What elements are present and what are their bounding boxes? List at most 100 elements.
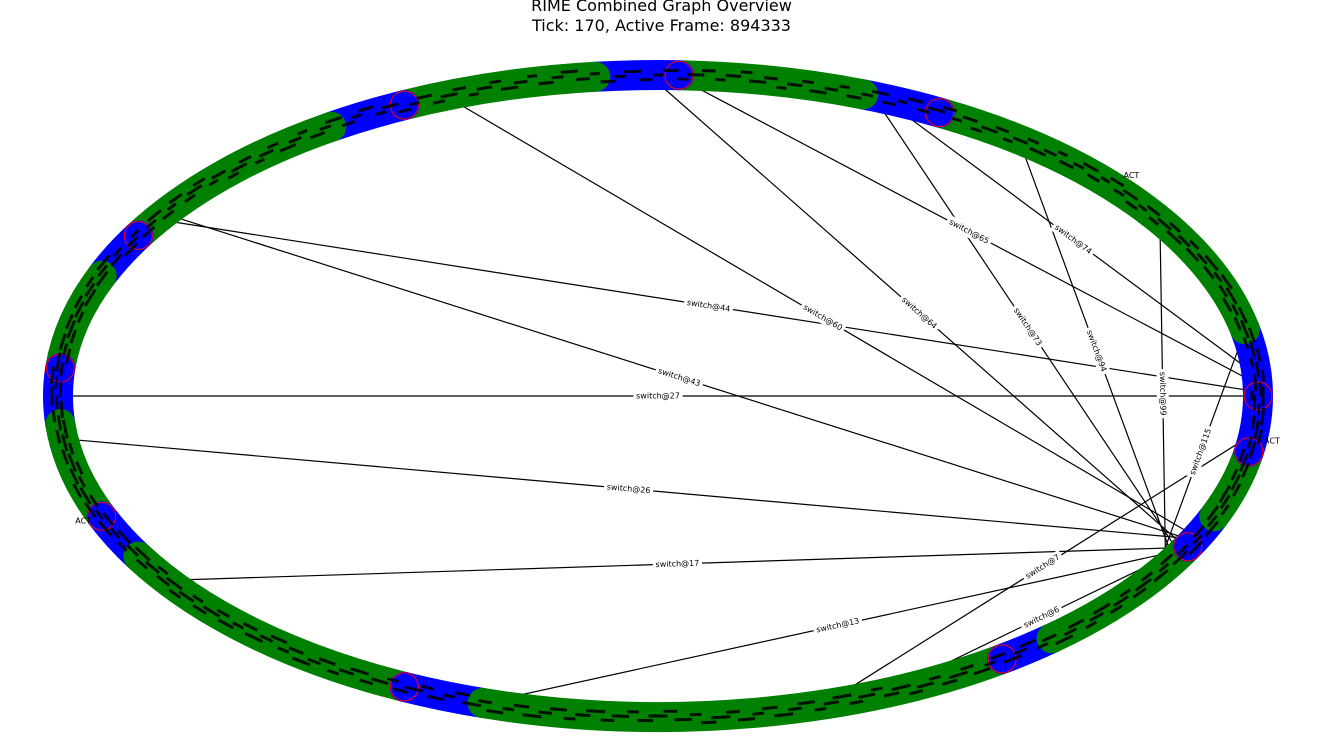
node-label-glyph [67, 453, 77, 472]
node-label-glyph [1109, 176, 1125, 188]
ring-segment [467, 643, 1018, 732]
node-label-glyph [870, 686, 883, 692]
node-label-glyph [178, 590, 195, 603]
node-label-glyph [54, 376, 59, 389]
node-label-glyph [84, 282, 96, 298]
node-label-glyph [266, 141, 279, 150]
node-label-glyph [883, 691, 900, 698]
node-label-glyph [897, 99, 908, 105]
node-label-glyph [75, 461, 84, 475]
node-label-glyph [1125, 200, 1138, 211]
edge-label-text: switch@99 [1158, 372, 1168, 416]
node-label-glyph [538, 80, 554, 86]
node-label-glyph [814, 706, 827, 712]
node-label-glyph [1241, 462, 1251, 478]
edge-label: switch@115 [1185, 424, 1216, 480]
node-label-glyph [526, 74, 538, 79]
node-label-glyph [58, 381, 63, 398]
node-label-glyph [1253, 373, 1258, 392]
node-label-glyph [1085, 620, 1098, 630]
node-label-glyph [279, 142, 297, 153]
node-label-glyph [1168, 221, 1182, 234]
node-label-glyph [1246, 436, 1253, 449]
ring-segment [45, 260, 117, 384]
node-label-glyph [73, 295, 84, 309]
node-label-glyph [513, 703, 530, 709]
node-label-glyph [98, 520, 113, 537]
node-label-glyph [1213, 271, 1223, 283]
node-label-glyph [917, 108, 930, 114]
node-label-glyph [948, 670, 969, 680]
node-label-glyph [653, 73, 663, 77]
node-label-glyph [1218, 284, 1229, 298]
node-label-glyph [1043, 148, 1058, 157]
node-label-glyph [574, 713, 591, 718]
node-label-glyph [600, 718, 615, 723]
node-label-glyph [600, 79, 617, 84]
edge-label-text: switch@17 [655, 559, 699, 569]
node-label-glyph [928, 106, 946, 114]
node-label-glyph [611, 714, 629, 718]
node-label-glyph [144, 560, 160, 575]
node-label-glyph [962, 115, 978, 124]
node-label-glyph [1177, 234, 1191, 248]
node-label-glyph [1207, 514, 1218, 528]
node-label-glyph [94, 508, 104, 521]
node-label-glyph [1018, 638, 1036, 649]
node-label-glyph [786, 82, 803, 88]
node-label-glyph [551, 75, 564, 80]
node-label-glyph [1250, 415, 1256, 430]
active-node-border [123, 221, 153, 250]
node-label-glyph [1013, 647, 1028, 656]
node-label-glyph [1220, 273, 1233, 290]
node-label-glyph [1140, 571, 1154, 582]
node-label-glyph [165, 576, 183, 591]
node-label-glyph [54, 395, 59, 410]
node-label-glyph [67, 442, 75, 455]
node-label-glyph [809, 89, 827, 95]
node-label-glyph [627, 710, 640, 714]
node-label-glyph [849, 699, 864, 706]
node-label-glyph [1254, 361, 1261, 377]
node-label-glyph [1239, 453, 1249, 472]
node-label-glyph [62, 343, 69, 356]
node-label-glyph [797, 700, 815, 706]
node-label-glyph [1219, 494, 1231, 510]
node-label: ACT [75, 517, 91, 526]
node-label-glyph [297, 129, 308, 136]
node-label-glyph [1188, 540, 1203, 556]
node-label-glyph [79, 486, 92, 505]
node-label-glyph [960, 663, 974, 672]
node-label-glyph [1132, 587, 1147, 599]
node-label-glyph [168, 192, 183, 205]
node-label: ACT [1124, 171, 1140, 180]
edge-label: switch@13 [812, 614, 864, 637]
node-label-glyph [117, 529, 132, 545]
node-label-glyph [589, 71, 601, 76]
node-label-glyph [1089, 611, 1104, 622]
node-label-glyph [468, 92, 480, 97]
node-label-glyph [1119, 588, 1131, 598]
graph-subtitle: Tick: 170, Active Frame: 894333 [532, 16, 791, 35]
node-label-glyph [1027, 137, 1040, 145]
node-label-glyph [1063, 627, 1078, 637]
edge-label: switch@64 [896, 292, 942, 334]
node-label-glyph [56, 415, 63, 431]
edge-label: switch@99 [1156, 368, 1170, 419]
node-label-glyph [1222, 297, 1233, 313]
node-label-glyph [1260, 369, 1266, 382]
node-label-glyph [319, 124, 332, 132]
node-label-glyph [1172, 550, 1189, 566]
node-label-glyph [324, 115, 343, 125]
node-label-glyph [663, 709, 678, 713]
node-label-glyph [69, 468, 80, 485]
edge-label-text: switch@73 [1012, 306, 1044, 347]
node-label-glyph [50, 386, 54, 406]
node-label-glyph [168, 588, 182, 600]
node-label-glyph [259, 634, 274, 643]
node-label-glyph [130, 229, 140, 238]
node-label-glyph [288, 646, 304, 655]
node-label-glyph [1202, 265, 1215, 280]
node-label-glyph [846, 94, 862, 100]
node-label-glyph [1153, 569, 1169, 583]
